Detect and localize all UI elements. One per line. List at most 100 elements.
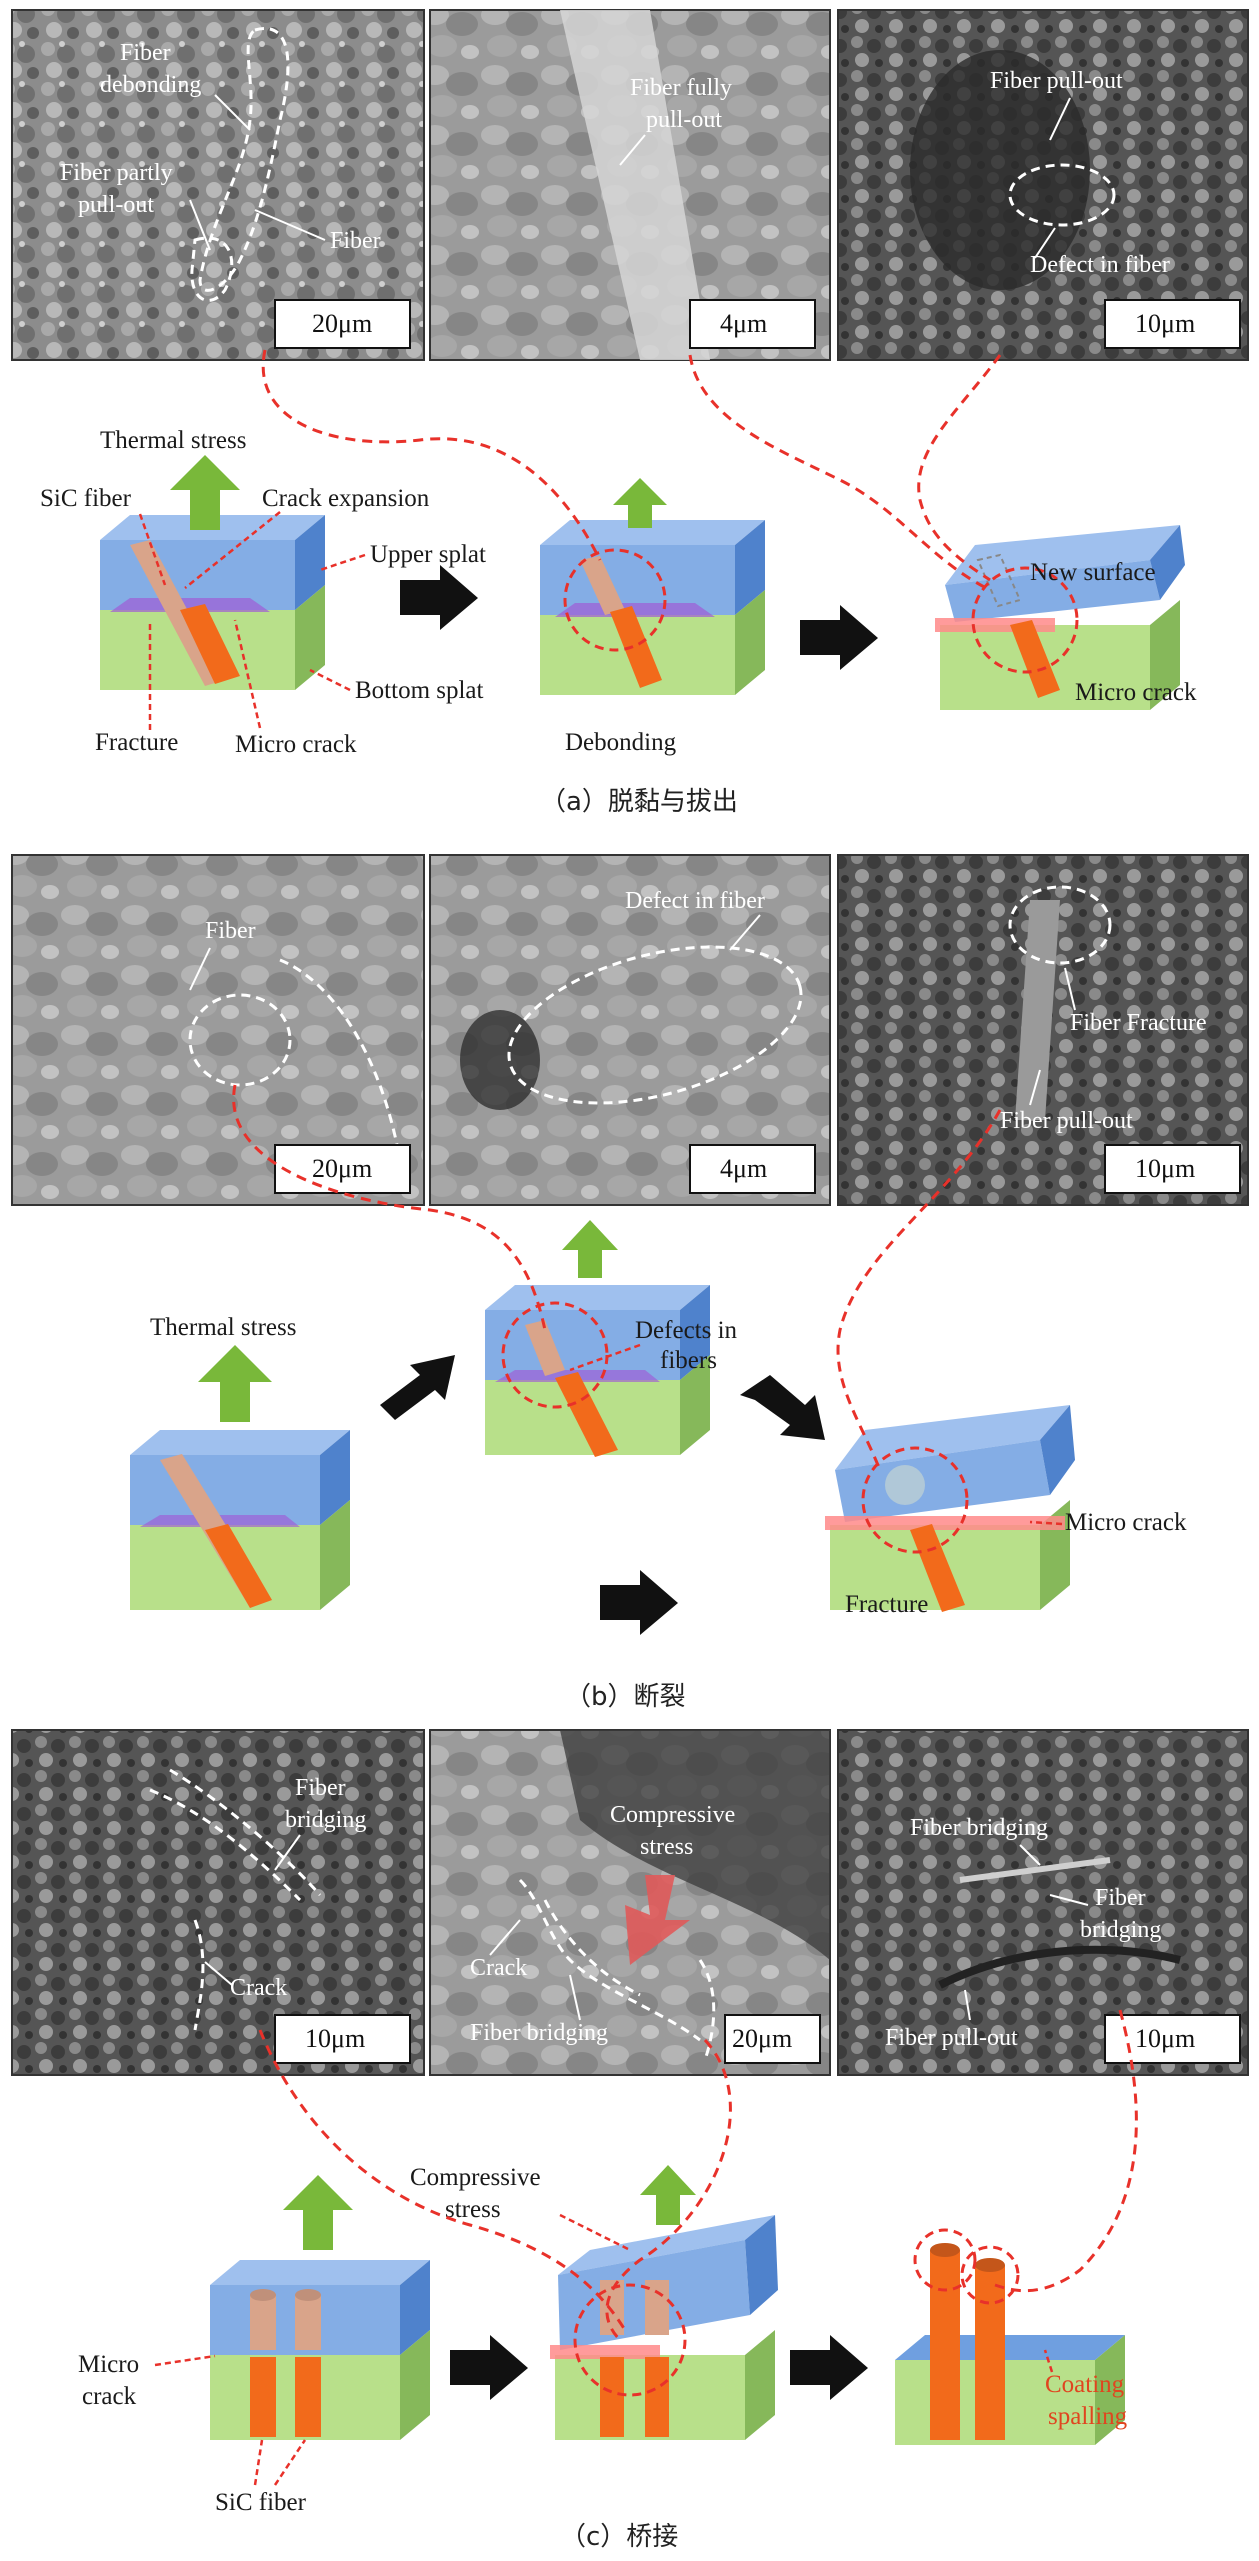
panel-a-sem-row: Fiber debonding Fiber partly pull-out Fi… (11, 9, 1249, 361)
pointer-line (254, 209, 326, 241)
pointer-line (189, 199, 211, 251)
annotation-arrow (1043, 2349, 1054, 2373)
sem-label: pull-out (646, 107, 722, 133)
sem-label: Fiber bridging (910, 1815, 1048, 1841)
scale-bar: 10μm (1104, 2014, 1241, 2064)
scale-bar: 20μm (274, 1144, 411, 1194)
process-arrow (600, 1570, 678, 1635)
annotation-arrow (154, 2354, 216, 2367)
splat-block-c1 (210, 2260, 430, 2440)
thermal-stress-arrow (562, 1220, 618, 1278)
dashed-outline (188, 993, 292, 1087)
label-coating-spalling: Coating (1045, 2371, 1125, 2398)
annotation-arrow (569, 1343, 641, 1372)
pointer-line (619, 134, 646, 166)
dark-void (460, 1010, 540, 1110)
dark-void (910, 50, 1090, 290)
scale-bar: 20μm (274, 299, 411, 349)
label-defects: fibers (660, 1347, 717, 1374)
fiber-rod (1015, 900, 1060, 1120)
pointer-line (274, 1834, 301, 1871)
label-crack-expansion: Crack expansion (262, 485, 430, 512)
dashed-outline (507, 945, 803, 1105)
process-arrow (400, 565, 478, 630)
splat-block-1 (100, 515, 325, 690)
panel-c-schematic: Micro crack SiC fiber Compressive stress (78, 2164, 1128, 2516)
sem-label: Fiber (330, 228, 381, 254)
sem-label: Fiber (120, 40, 171, 66)
process-arrow (790, 2335, 868, 2400)
dashed-outline (698, 1959, 716, 2061)
sem-label: Fiber pull-out (885, 2025, 1018, 2051)
label-compressive-stress-c: stress (445, 2196, 501, 2223)
sem-label: Fiber fully (630, 75, 732, 101)
thermal-stress-arrow (170, 455, 240, 530)
process-arrow (450, 2335, 528, 2400)
scale-bar: 10μm (1104, 299, 1241, 349)
label-compressive-stress-c: Compressive (410, 2164, 541, 2191)
splat-block-2 (540, 520, 765, 695)
pointer-line (1049, 97, 1071, 141)
label-upper-splat: Upper splat (370, 541, 486, 568)
svg-text:10μm: 10μm (1135, 309, 1195, 338)
panel-a-schematic: Thermal stress SiC fiber Crack expansion… (40, 427, 1197, 758)
scale-bar: 20μm (724, 2014, 821, 2064)
thermal-stress-arrow (283, 2175, 353, 2250)
label-debonding: Debonding (565, 729, 677, 756)
pointer-line (1034, 227, 1056, 259)
sem-label: bridging (285, 1807, 366, 1833)
svg-text:10μm: 10μm (1135, 1154, 1195, 1183)
thermal-stress-arrow (198, 1345, 272, 1422)
label-sic-fiber: SiC fiber (40, 485, 132, 512)
sem-label: Defect in fiber (1030, 252, 1170, 278)
dashed-outline (279, 958, 402, 1161)
caption-a: （a）脱黏与拔出 (540, 787, 738, 817)
sem-label: Fiber pull-out (990, 68, 1123, 94)
label-sic-fiber-c: SiC fiber (215, 2489, 307, 2516)
sem-label: Defect in fiber (625, 888, 765, 914)
annotation-arrow (253, 2439, 264, 2486)
label-thermal-stress: Thermal stress (100, 427, 246, 454)
scale-bar: 10μm (274, 2014, 411, 2064)
annotation-arrow (273, 2439, 307, 2486)
caption-c: （c）桥接 (560, 2522, 678, 2552)
dashed-outline (190, 236, 234, 302)
sem-label: Crack (470, 1955, 527, 1981)
dark-void (560, 1730, 830, 1960)
fiber (180, 604, 240, 684)
svg-text:10μm: 10μm (305, 2024, 365, 2053)
svg-text:10μm: 10μm (1135, 2024, 1195, 2053)
label-micro-crack-c: Micro (78, 2351, 139, 2378)
panel-b-schematic: Thermal stress Defects in fibers (130, 1220, 1187, 1635)
pointer-line (964, 1989, 971, 2021)
label-fracture-b: Fracture (845, 1591, 928, 1618)
panel-b-sem-row: Fiber 20μm Defect in fiber 4μm Fiber Fra… (11, 854, 1249, 1206)
scale-bar: 10μm (1104, 1144, 1241, 1194)
pointer-line (204, 1961, 233, 1986)
process-arrow (800, 605, 878, 670)
label-bottom-splat: Bottom splat (355, 677, 484, 704)
label-micro-crack-c: crack (82, 2383, 137, 2410)
dashed-outline (518, 1878, 701, 2042)
fiber-rod (560, 10, 710, 360)
sem-label: Fiber Fracture (1070, 1010, 1207, 1036)
sem-label: Fiber (205, 918, 256, 944)
sem-label: Fiber (295, 1775, 346, 1801)
process-arrow (740, 1375, 825, 1440)
sem-label: Fiber bridging (470, 2020, 608, 2046)
splat-block-c2 (550, 2215, 778, 2440)
label-thermal-stress-b: Thermal stress (150, 1314, 296, 1341)
label-fracture: Fracture (95, 729, 178, 756)
sem-connectors-c (258, 2009, 1138, 2342)
dashed-outline (1008, 163, 1116, 227)
panel-c-sem-row: Fiber bridging Crack 10μm Compressive st… (11, 1729, 1249, 2076)
fiber-rod (959, 1857, 1111, 1883)
pointer-line (1049, 1894, 1089, 1906)
pointer-line (1064, 967, 1076, 1011)
process-arrow (380, 1355, 455, 1420)
sem-label: Crack (230, 1975, 287, 2001)
annotation-arrow (1029, 1520, 1063, 1526)
pointer-line (489, 1919, 521, 1956)
dashed-outline (198, 27, 290, 292)
